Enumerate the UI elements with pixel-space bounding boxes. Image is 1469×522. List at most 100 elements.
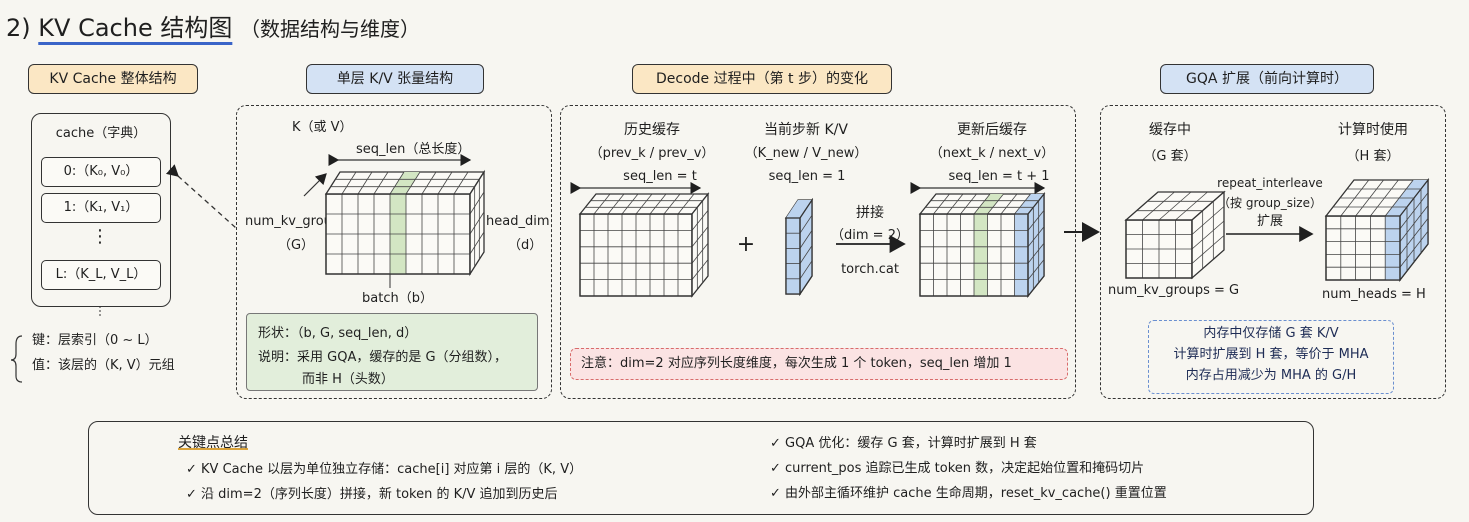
gqa-note-line3: 内存占用减少为 MHA 的 G/H — [1185, 368, 1357, 383]
tensor-seq-len-label: seq_len（总长度） — [356, 142, 471, 157]
history-cube-top-line — [663, 193, 681, 215]
history-cube-top-line — [677, 193, 695, 215]
tensor-groups-symbol: （G） — [277, 238, 315, 253]
updated-cube-top-line — [1000, 193, 1018, 215]
decode-panel — [560, 105, 1076, 399]
history-cube-side-line — [691, 210, 709, 231]
tensor-panel — [236, 105, 552, 399]
tensor-batch-label: batch（b） — [362, 291, 433, 306]
current-kv-title: 当前步新 K/V — [764, 122, 848, 138]
history-seq-len: seq_len = t — [623, 169, 697, 184]
updated-cache-title: 更新后缓存 — [957, 122, 1027, 138]
updated-cube-highlight-front — [974, 214, 988, 296]
tensor-head-dim-label: head_dim — [486, 214, 550, 229]
gqa-compute-cube-outline — [1325, 215, 1401, 281]
tensor-desc-line1: 说明：采用 GQA，缓存的是 G（分组数）， — [258, 350, 508, 365]
header-decode: Decode 过程中（第 t 步）的变化 — [632, 64, 892, 94]
updated-cube-side-line — [1027, 242, 1045, 264]
updated-cache-subtitle: （next_k / next_v） — [929, 146, 1055, 161]
history-cube-outline — [579, 213, 693, 297]
title-subtitle: （数据结构与维度） — [239, 17, 420, 41]
gqa-op-name: repeat_interleave — [1217, 176, 1323, 190]
updated-cube-top-line — [973, 193, 991, 215]
history-cube-top-line — [635, 193, 653, 215]
tensor-groups-label: num_kv_groups — [245, 214, 347, 229]
gqa-cache-cube-side-line — [1191, 206, 1225, 235]
current-kv-subtitle: （K_new / V_new） — [744, 146, 868, 161]
current-cube-side-line — [799, 260, 813, 280]
gqa-cache-cube-top-line — [1142, 191, 1175, 221]
groups-arrow — [303, 173, 327, 197]
summary-item-1: ✓ KV Cache 以层为单位独立存储：cache[i] 对应第 i 层的（K… — [186, 462, 583, 477]
updated-cube-side-line — [1027, 259, 1045, 280]
gqa-cache-cube-side-line — [1191, 235, 1225, 264]
history-cube-top-line — [607, 193, 625, 215]
summary-item-5: ✓ 由外部主循环维护 cache 生命周期，reset_kv_cache() 重… — [770, 486, 1167, 501]
tensor-cube-outline — [325, 193, 471, 275]
current-cube-new-slice-top — [786, 200, 812, 218]
history-cache-subtitle: （prev_k / prev_v） — [589, 146, 715, 161]
cache-item-L: L:（K_L, V_L） — [41, 260, 161, 290]
gqa-panel — [1100, 105, 1446, 399]
history-cache-title: 历史缓存 — [624, 122, 680, 138]
tensor-cube-top-line — [437, 171, 453, 195]
updated-cube-top-line — [933, 193, 950, 215]
concat-op: torch.cat — [841, 262, 899, 277]
tensor-desc-line2: 而非 H（头数） — [302, 372, 394, 387]
history-cube-top-line — [649, 193, 667, 215]
summary-panel — [88, 421, 1314, 515]
concat-dim: （dim = 2） — [831, 228, 909, 243]
cache-label: cache（字典） — [55, 126, 147, 141]
summary-item-2: ✓ 沿 dim=2（序列长度）拼接，新 token 的 K/V 追加到历史后 — [186, 487, 558, 502]
current-cube-new-slice-front — [786, 218, 800, 294]
tensor-cube-top-line — [357, 171, 373, 195]
tensor-cube-top-line — [421, 171, 437, 195]
tensor-cube-top-line — [341, 171, 357, 195]
current-cube-outline — [785, 217, 801, 295]
gqa-op-arg: （按 group_size） — [1218, 196, 1322, 210]
summary-item-4: ✓ current_pos 追踪已生成 token 数，决定起始位置和掩码切片 — [770, 461, 1145, 476]
summary-title: 关键点总结 — [178, 435, 248, 451]
cache-key-note: 键：层索引（0 ~ L） — [32, 333, 158, 348]
updated-cube-top-line — [987, 193, 1004, 215]
header-tensor: 单层 K/V 张量结构 — [306, 64, 484, 94]
tensor-shape-box — [246, 313, 538, 391]
tensor-cube-side-line — [469, 231, 485, 255]
updated-cube-top-line — [1014, 193, 1031, 215]
gqa-right-title: 计算时使用 — [1338, 122, 1408, 138]
gqa-left-subtitle: （G 套） — [1143, 149, 1197, 164]
cache-notes-brace — [10, 335, 23, 383]
updated-seq-len: seq_len = t + 1 — [948, 169, 1050, 184]
current-seq-len: seq_len = 1 — [768, 169, 846, 184]
current-cube-side-line — [799, 230, 813, 249]
updated-cube-new-slice-front — [1014, 214, 1028, 296]
updated-cube-top-line — [960, 193, 977, 215]
history-cube-side-line — [691, 259, 709, 280]
tensor-head-dim-symbol: （d） — [508, 238, 543, 253]
updated-cube-highlight-top — [974, 194, 1004, 214]
current-cube-side-line — [799, 245, 813, 264]
tensor-cube-top-line — [453, 171, 469, 195]
tensor-shape-text: 形状：（b, G, seq_len, d） — [258, 326, 418, 341]
gqa-left-title: 缓存中 — [1149, 122, 1191, 138]
cache-item-0: 0:（K₀, V₀） — [41, 157, 161, 187]
tensor-cube-top-line — [405, 171, 421, 195]
concat-label: 拼接 — [856, 205, 884, 221]
gqa-cache-cube-outline — [1125, 219, 1193, 279]
page-title: 2) KV Cache 结构图 （数据结构与维度） — [6, 8, 420, 43]
tensor-cube-top-line — [389, 171, 405, 195]
gqa-note-line2: 计算时扩展到 H 套，等价于 MHA — [1173, 347, 1369, 362]
gqa-op-expand: 扩展 — [1256, 214, 1283, 229]
plus-sign: + — [736, 232, 756, 257]
updated-cube-side-line — [1027, 210, 1045, 231]
tensor-cube-top-line — [373, 171, 389, 195]
updated-cube-outline — [919, 213, 1029, 297]
header-cache: KV Cache 整体结构 — [28, 64, 198, 94]
cache-value-note: 值：该层的（K, V）元组 — [32, 358, 175, 373]
gqa-right-label: num_heads = H — [1322, 287, 1426, 302]
history-cube-side-line — [691, 226, 709, 248]
decode-note: 注意：dim=2 对应序列长度维度，每次生成 1 个 token，seq_len… — [570, 348, 1068, 380]
tensor-cube-highlight-top — [390, 172, 420, 194]
header-gqa: GQA 扩展（前向计算时） — [1160, 64, 1374, 94]
